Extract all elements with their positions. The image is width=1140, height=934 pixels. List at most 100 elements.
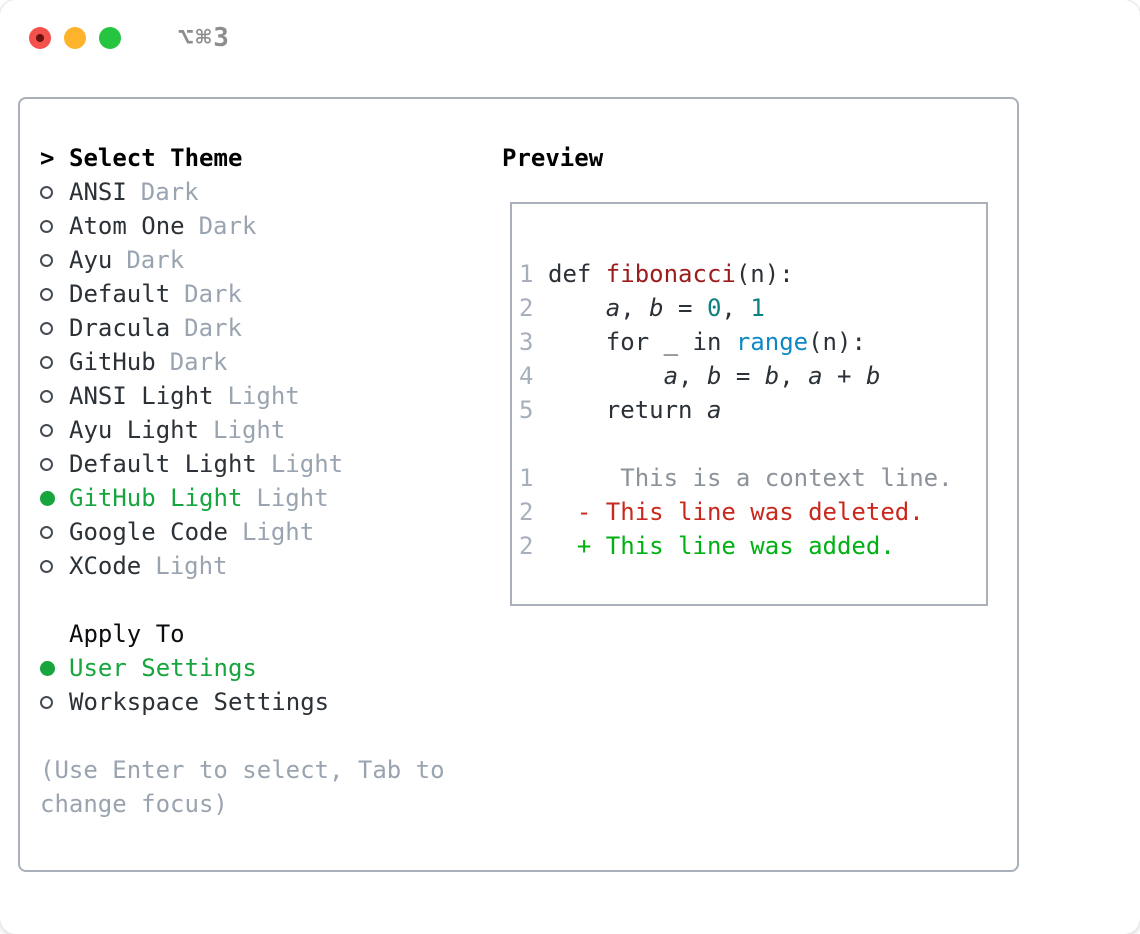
radio-unselected-icon: [40, 356, 53, 369]
code-segment-plain: ,: [678, 362, 707, 390]
radio-icon: [40, 253, 69, 267]
code-segment-context: This is a context line.: [548, 464, 953, 492]
radio-icon: [40, 287, 69, 301]
line-number: 2: [519, 532, 534, 560]
radio-unselected-icon: [40, 458, 53, 471]
radio-selected-icon: [40, 491, 55, 506]
apply-to-header: Apply To: [40, 617, 445, 651]
preview-title: Preview: [502, 144, 604, 172]
radio-icon: [40, 321, 69, 335]
radio-unselected-icon: [40, 220, 53, 233]
hint-text-line-1: (Use Enter to select, Tab to: [40, 756, 445, 784]
code-segment-plain: (n):: [735, 260, 794, 288]
theme-variant-label: Light: [155, 552, 228, 580]
line-number: 2: [519, 498, 534, 526]
code-segment-number: 1: [750, 294, 765, 322]
radio-unselected-icon: [40, 288, 53, 301]
code-segment-deleted: - This line was deleted.: [548, 498, 924, 526]
theme-variant-label: Dark: [184, 280, 242, 308]
code-segment-plain: [548, 294, 606, 322]
theme-option-xcode[interactable]: XCode Light: [40, 549, 445, 583]
preview-code-line: 5 return a: [519, 393, 978, 427]
theme-variant-label: Light: [227, 382, 300, 410]
theme-variant-label: Dark: [198, 212, 257, 240]
theme-name: Ayu Light: [69, 416, 200, 444]
preview-code-line: 1 This is a context line.: [519, 461, 978, 495]
preview-code-line: [519, 427, 978, 461]
code-segment-plain: ,: [620, 294, 650, 322]
code-segment-plain: for _ in: [548, 328, 736, 356]
radio-icon: [40, 219, 69, 233]
minimize-button[interactable]: [64, 27, 86, 49]
theme-variant-label: Light: [213, 416, 286, 444]
code-segment-plain: +: [822, 362, 866, 390]
radio-unselected-icon: [40, 560, 53, 573]
focus-chevron-icon: >: [40, 144, 55, 172]
apply-option-label: Workspace Settings: [69, 688, 330, 716]
select-theme-title: Select Theme: [69, 144, 243, 172]
apply-option-workspace-settings[interactable]: Workspace Settings: [40, 685, 445, 719]
radio-icon: [40, 355, 69, 369]
code-segment-function: fibonacci: [605, 260, 736, 288]
radio-icon: [40, 660, 69, 676]
zoom-button[interactable]: [99, 27, 121, 49]
theme-variant-label: Dark: [126, 246, 185, 274]
radio-unselected-icon: [40, 254, 53, 267]
radio-unselected-icon: [40, 526, 53, 539]
theme-name: GitHub Light: [69, 484, 243, 512]
line-number: 2: [519, 294, 534, 322]
code-segment-plain: return: [548, 396, 707, 424]
preview-code-line: 2 + This line was added.: [519, 529, 978, 563]
code-segment-plain: ,: [721, 294, 751, 322]
theme-name: XCode: [69, 552, 142, 580]
radio-icon: [40, 525, 69, 539]
preview-code-line: 2 a, b = 0, 1: [519, 291, 978, 325]
code-segment-var: b: [649, 294, 664, 322]
radio-selected-icon: [40, 661, 55, 676]
radio-icon: [40, 389, 69, 403]
apply-option-user-settings[interactable]: User Settings: [40, 651, 445, 685]
theme-name: GitHub: [69, 348, 156, 376]
code-segment-var: b: [706, 362, 722, 390]
line-number: 1: [519, 464, 534, 492]
theme-name: Google Code: [69, 518, 228, 546]
code-segment-number: 0: [706, 294, 722, 322]
theme-name: Dracula: [69, 314, 171, 342]
code-segment-var: b: [764, 362, 780, 390]
code-segment-var: a: [663, 362, 679, 390]
apply-option-label: User Settings: [69, 654, 257, 682]
code-segment-builtin: range: [735, 328, 809, 356]
radio-icon: [40, 559, 69, 573]
close-button[interactable]: [29, 27, 51, 49]
window-title: ⌥⌘3: [178, 23, 231, 53]
radio-unselected-icon: [40, 322, 53, 335]
theme-option-atom-one[interactable]: Atom One Dark: [40, 209, 445, 243]
line-number: 1: [519, 260, 534, 288]
code-segment-plain: =: [721, 362, 765, 390]
preview-code-line: 4 a, b = b, a + b: [519, 359, 978, 393]
code-segment-var: b: [865, 362, 881, 390]
code-segment-var: a: [808, 362, 823, 390]
select-theme-header: > Select Theme: [40, 141, 445, 175]
theme-name: ANSI: [69, 178, 127, 206]
spacer-row: [40, 719, 445, 753]
theme-name: Atom One: [69, 212, 185, 240]
theme-option-default[interactable]: Default Dark: [40, 277, 445, 311]
preview-code-line: 3 for _ in range(n):: [519, 325, 978, 359]
theme-name: Default: [69, 280, 171, 308]
radio-icon: [40, 490, 69, 506]
code-segment-plain: =: [663, 294, 707, 322]
theme-option-ayu-light[interactable]: Ayu Light Light: [40, 413, 445, 447]
